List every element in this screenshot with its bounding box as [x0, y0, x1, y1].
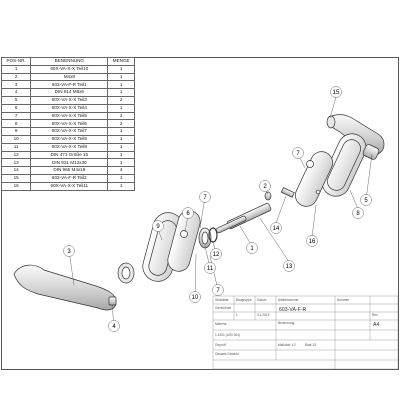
svg-text:1: 1 — [250, 246, 254, 252]
svg-text:10: 10 — [192, 295, 199, 301]
svg-text:12: 12 — [213, 252, 220, 258]
svg-text:15: 15 — [333, 90, 340, 96]
sheet-format: A4 — [373, 322, 380, 328]
svg-text:7: 7 — [216, 288, 220, 294]
tb-field-15: Gesamt-Gewicht — [215, 352, 239, 356]
callout-2: 2 — [259, 180, 271, 192]
part-16-rose-cover — [295, 151, 333, 207]
callout-11: 11 — [204, 262, 216, 274]
drawing-name: 603-VA-F-R — [279, 307, 307, 313]
tb-field-2: Stückliste — [215, 298, 229, 302]
tb-field-12: 1 — [236, 313, 238, 317]
part-5-bush — [362, 144, 380, 160]
callout-9: 9 — [152, 220, 164, 232]
tb-field-7: Material — [215, 322, 227, 326]
svg-text:5: 5 — [364, 198, 368, 204]
part-3-handle-lower — [13, 262, 135, 311]
tb-field-5: Blatt 1/1 — [305, 343, 317, 347]
callout-7-low: 7 — [212, 284, 224, 296]
tb-field-6: Benennung — [278, 321, 295, 325]
qty-cell: 1 — [107, 181, 135, 191]
title-block-grid — [212, 295, 399, 370]
callout-1: 1 — [246, 242, 258, 254]
callout-15: 15 — [330, 86, 342, 98]
callout-7-top: 7 — [292, 147, 304, 159]
tb-field-4: Datum — [257, 298, 267, 302]
part-1-spacer — [215, 215, 247, 234]
callout-3: 3 — [63, 245, 75, 257]
callout-13: 13 — [283, 260, 295, 272]
svg-text:14: 14 — [273, 226, 280, 232]
name-cell: 60X-VA-X-X Teil11 — [30, 181, 109, 191]
part-2-screw — [264, 191, 272, 201]
svg-text:8: 8 — [356, 211, 360, 217]
svg-text:7: 7 — [296, 151, 300, 157]
part-14-screw — [280, 187, 295, 198]
svg-text:3: 3 — [67, 249, 71, 255]
tb-field-0: Artikelnummer — [278, 298, 299, 302]
svg-text:7: 7 — [203, 195, 207, 201]
callout-10: 10 — [189, 291, 201, 303]
tb-field-14: 1.4301 (AISI 304) — [215, 333, 240, 337]
callout-14: 14 — [270, 222, 282, 234]
callouts: 15 7 2 5 8 14 16 13 7 6 9 1 3 12 11 7 10… — [63, 86, 372, 332]
callout-8: 8 — [352, 207, 364, 219]
tb-field-3: Baugruppe — [236, 298, 252, 302]
svg-text:2: 2 — [263, 184, 267, 190]
tb-field-10: Maßstab 1:2 — [278, 343, 296, 347]
callout-16: 16 — [306, 235, 318, 247]
svg-text:4: 4 — [112, 324, 116, 330]
pos-cell: 16 — [0, 181, 32, 191]
svg-text:6: 6 — [186, 211, 190, 217]
callout-7-mid: 7 — [199, 191, 211, 203]
leader-lines — [68, 96, 373, 327]
tb-field-8: Gezeichnet — [215, 306, 232, 310]
tb-field-9: Geprüft — [215, 343, 226, 347]
tb-field-1: Nummer — [337, 298, 350, 302]
svg-text:16: 16 — [309, 239, 316, 245]
callout-5: 5 — [360, 194, 372, 206]
callout-6: 6 — [182, 207, 194, 219]
callout-12: 12 — [210, 248, 222, 260]
callout-4: 4 — [108, 320, 120, 332]
part-12-retaining-ring — [208, 227, 218, 243]
svg-text:9: 9 — [156, 224, 160, 230]
svg-text:13: 13 — [286, 264, 293, 270]
tb-field-11: Rev — [372, 313, 378, 317]
svg-text:11: 11 — [207, 266, 214, 272]
part-4-grub-screw — [108, 296, 117, 306]
part-11-ring — [198, 227, 212, 249]
tb-field-13: 3.1.2019 — [257, 313, 270, 317]
